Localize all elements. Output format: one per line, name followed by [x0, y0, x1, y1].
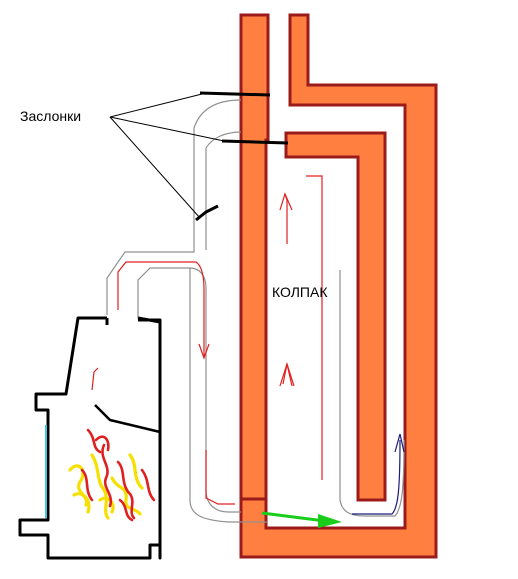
flame-yellow-1: [90, 453, 110, 520]
leader-to-top: [109, 93, 203, 118]
bell-inner-partition: [284, 131, 387, 502]
outlet-arrow-shaft: [261, 511, 326, 523]
outlet-arrow-head: [318, 514, 342, 528]
exit-arrow-head: [394, 433, 405, 453]
fire-draft-arrow: [91, 367, 99, 391]
leader-to-side: [109, 116, 201, 219]
duct-bottom-right: [339, 270, 405, 517]
flame-red-1: [101, 443, 113, 508]
stove-body: [18, 316, 162, 560]
flow-head-0: [198, 343, 210, 360]
flow-head-2: [279, 362, 295, 387]
dampers-label: Заслонки: [20, 108, 81, 124]
fire: [68, 428, 156, 522]
bell-base-wall: [239, 13, 438, 559]
flow-path-3: [306, 175, 323, 480]
flame-red-4: [94, 435, 110, 452]
flame-yellow-2: [110, 476, 142, 516]
flow-path-1: [205, 450, 235, 505]
smoke-duct-outline: [106, 99, 405, 523]
damper-top: [199, 91, 271, 97]
exit-arrow-shaft: [352, 439, 401, 515]
leader-to-middle: [109, 116, 225, 142]
flame-red-6: [118, 498, 134, 522]
damper-leader-lines: [109, 93, 225, 219]
flow-arrows: [117, 175, 323, 505]
stove-outline: [18, 316, 162, 560]
baffle-plate: [94, 404, 161, 434]
damper-middle: [221, 139, 289, 145]
flame-yellow-4: [128, 453, 144, 490]
duct-outer-left: [106, 99, 242, 315]
flow-head-1: [279, 192, 293, 211]
exit-arrow: [352, 433, 405, 515]
flame-red-0: [86, 428, 102, 454]
duct-top-inner: [205, 131, 242, 250]
flame-red-5: [140, 468, 156, 502]
duct-inner-right: [137, 267, 241, 513]
inner-chimney-wall: [239, 13, 270, 501]
brick-structure: [239, 13, 438, 559]
flow-path-2: [284, 193, 288, 244]
flame-red-2: [80, 468, 94, 502]
duct-lower-left: [189, 268, 268, 523]
flame-red-3: [116, 460, 136, 520]
flow-path-0: [117, 261, 205, 356]
flame-yellow-3: [72, 492, 91, 514]
outlet-arrow: [261, 511, 342, 528]
stove-top-right: [137, 316, 161, 324]
bell-label: КОЛПАК: [272, 284, 328, 300]
